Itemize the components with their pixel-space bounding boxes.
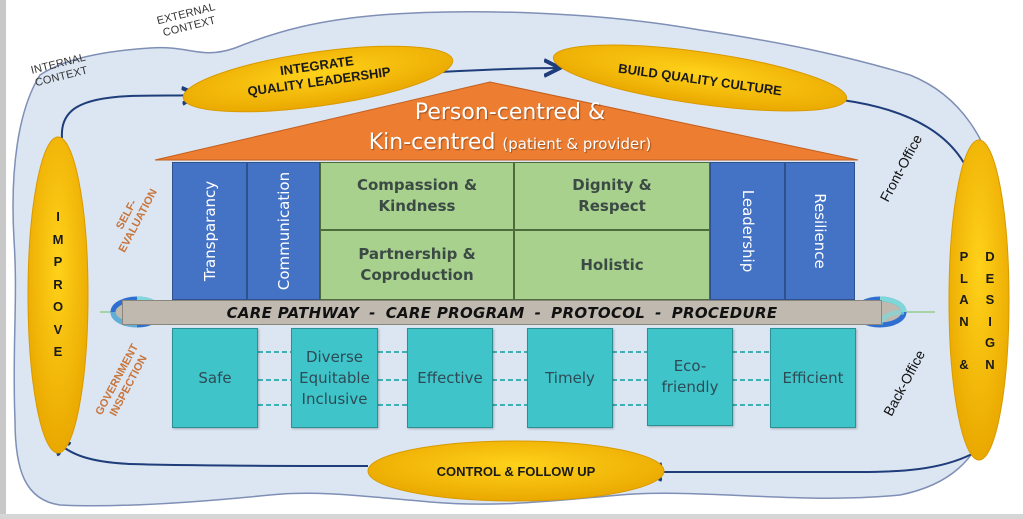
control-follow-up-label: CONTROL & FOLLOW UP [436,464,596,479]
teal-line: Safe [198,368,232,387]
improve-letter: V [53,321,63,337]
plan-letter: L [960,270,968,286]
teal-line: Efficient [782,368,844,387]
build-quality-culture-ellipse [552,44,848,112]
quality-effective: Effective [407,328,493,428]
beam-separator: - [655,303,662,322]
design-letter: G [984,335,996,350]
roof-title-main: Kin-centred [368,130,496,155]
improve-letter: E [53,344,63,359]
pillar-communication-label: Communication [274,171,293,291]
cell-partnership-coproduction: Partnership & Coproduction [320,230,514,300]
plan-design-ellipse [948,139,1010,461]
cell-line: Holistic [580,255,644,274]
design-letter: E [985,270,995,286]
beam-item: PROCEDURE [671,303,778,322]
cell-line: Kindness [378,197,456,215]
beam-item: CARE PROGRAM [385,303,525,322]
quality-efficient: Efficient [770,328,856,428]
teal-line: Equitable [299,368,370,387]
cell-line: Respect [578,197,646,215]
cell-compassion-kindness: Compassion & Kindness [320,162,514,230]
arrow-control-to-improve [55,440,369,467]
cell-line: Compassion & [356,176,478,194]
cell-dignity-respect: Dignity & Respect [514,162,710,230]
improve-letter: P [53,254,63,269]
design-label: D E S I G N [982,246,998,375]
quality-eco-friendly: Eco-friendly [647,328,733,426]
bottom-border-strip [0,514,1023,519]
improve-letter: O [52,299,64,314]
roof [154,81,859,161]
plan-letter: & [959,357,969,372]
arrow-improve-to-integrate [60,95,196,139]
design-letter: D [985,249,995,264]
plan-letter: N [959,313,969,329]
pillar-leadership-label: Leadership [738,189,757,273]
arrow-plan-to-control [648,453,973,472]
teal-line: Diverse [305,347,364,366]
roof-title-sub: (patient & provider) [502,135,652,153]
teal-line: Inclusive [301,389,368,408]
improve-letter: I [56,209,60,224]
roof-title-line1: Person-centred & [414,100,606,125]
pillar-leadership: Leadership [710,162,785,300]
quality-timely: Timely [527,328,613,428]
beam-separator: - [534,303,542,322]
pillar-transparancy-label: Transparancy [200,180,219,282]
plan-letter: P [959,249,969,264]
pillar-communication: Communication [247,162,320,300]
care-pathway-beam: CARE PATHWAY - CARE PROGRAM - PROTOCOL -… [122,300,882,325]
improve-letter: R [53,276,63,292]
design-letter: S [985,292,995,307]
improve-label: I M P R O V E [50,206,66,364]
arrow-integrate-to-build [439,68,558,72]
cell-line: Partnership & [358,245,476,263]
design-letter: N [985,356,995,372]
roof-title-line2: Kin-centred (patient & provider) [230,130,790,155]
quality-safe: Safe [172,328,258,428]
pillar-transparancy: Transparancy [172,162,247,300]
beam-item: PROTOCOL [551,303,646,322]
teal-line: Timely [545,368,595,387]
plan-label: P L A N & [956,246,972,376]
beam-separator: - [369,303,376,322]
cell-line: Dignity & [572,176,652,194]
left-border-strip [0,0,6,519]
cell-line: Coproduction [360,266,474,284]
integrate-quality-leadership-ellipse [182,45,454,113]
pillar-resilience-label: Resilience [811,193,829,269]
beam-item: CARE PATHWAY [226,303,360,322]
teal-line: friendly [661,378,719,396]
teal-line: Eco- [673,357,707,375]
pillar-resilience: Resilience [785,162,855,300]
improve-letter: M [52,231,64,247]
teal-line: Effective [417,368,483,387]
cell-holistic: Holistic [514,230,710,300]
teal-connectors [258,351,772,406]
design-letter: I [988,313,992,329]
improve-ellipse [27,136,89,454]
plan-letter: A [959,292,969,307]
control-follow-up-ellipse [367,440,665,502]
